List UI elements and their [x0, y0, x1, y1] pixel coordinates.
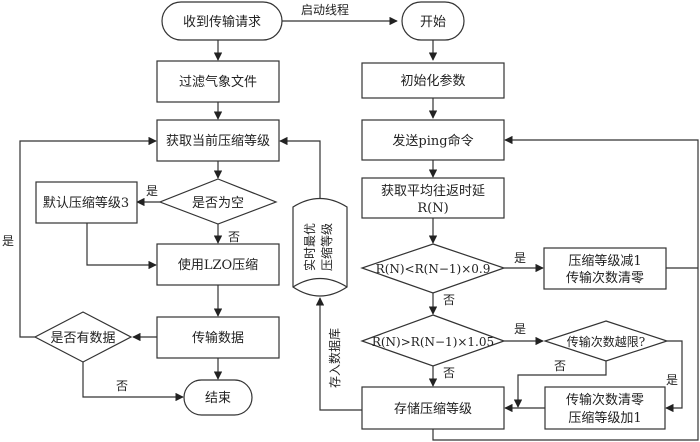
database-label-line2: 压缩等级	[319, 223, 334, 271]
cond1-no-label: 否	[443, 293, 455, 307]
lzo-compress-box: 使用LZO压缩	[156, 243, 280, 286]
init-params-label: 初始化参数	[400, 73, 465, 89]
arrow-has-data-yes-loop	[19, 136, 157, 338]
increase-level-line1: 传输次数清零	[566, 392, 644, 408]
decrease-level-box: 压缩等级减1 传输次数清零	[543, 247, 667, 290]
arrow-default-to-lzo	[86, 223, 157, 270]
thread-start-label: 开始	[420, 15, 446, 30]
transfer-limit-decision: 传输次数越限?	[543, 320, 669, 362]
arrow-loop-to-ping	[432, 135, 699, 441]
send-ping-box: 发送ping命令	[361, 119, 505, 161]
start-terminal: 收到传输请求	[161, 1, 283, 41]
arrow-has-data-no	[82, 362, 184, 402]
database-cylinder: 实时最优 压缩等级	[292, 197, 348, 297]
is-empty-yes-label: 是	[146, 184, 158, 198]
start-thread-label: 启动线程	[301, 2, 349, 17]
get-current-level-label: 获取当前压缩等级	[166, 133, 270, 149]
get-rtt-label-line2: R(N)	[417, 201, 448, 216]
arrow-limit-yes	[665, 340, 683, 413]
get-rtt-label-line1: 获取平均往返时延	[381, 184, 485, 199]
transmit-data-box: 传输数据	[156, 316, 280, 359]
has-data-yes-label: 是	[2, 234, 14, 248]
start-terminal-label: 收到传输请求	[183, 14, 261, 30]
end-terminal: 结束	[183, 379, 253, 416]
store-level-label: 存储压缩等级	[394, 401, 472, 417]
get-current-level-box: 获取当前压缩等级	[156, 119, 280, 162]
database-label-line1: 实时最优	[302, 223, 317, 271]
transfer-limit-label: 传输次数越限?	[567, 334, 645, 349]
cond2-no-label: 否	[443, 366, 455, 380]
default-level-box: 默认压缩等级3	[35, 181, 138, 224]
increase-level-line2: 压缩等级加1	[568, 410, 641, 426]
store-db-label: 存入数据库	[327, 328, 342, 388]
decrease-level-line2: 传输次数清零	[566, 270, 644, 286]
send-ping-label: 发送ping命令	[392, 133, 473, 149]
lzo-compress-label: 使用LZO压缩	[178, 257, 258, 273]
increase-level-box: 传输次数清零 压缩等级加1	[544, 386, 666, 430]
get-rtt-box: 获取平均往返时延 R(N)	[361, 177, 505, 219]
transmit-data-label: 传输数据	[192, 330, 244, 346]
default-level-label: 默认压缩等级3	[43, 195, 129, 211]
has-data-no-label: 否	[116, 379, 128, 393]
rtt-decrease-decision: R(N)<R(N−1)×0.9	[360, 243, 506, 294]
cond2-yes-label: 是	[514, 322, 526, 336]
store-level-box: 存储压缩等级	[361, 386, 505, 430]
filter-weather-files-label: 过滤气象文件	[179, 74, 257, 90]
limit-yes-label: 是	[666, 373, 678, 387]
arrow-store-to-database	[315, 297, 362, 411]
is-empty-decision: 是否为空	[158, 178, 278, 225]
end-terminal-label: 结束	[205, 391, 231, 406]
rtt-increase-decision: R(N)>R(N−1)×1.05	[360, 314, 506, 367]
arrow-limit-no	[513, 361, 607, 408]
is-empty-label: 是否为空	[192, 196, 244, 211]
has-data-label: 是否有数据	[50, 331, 115, 346]
rtt-increase-condition: R(N)>R(N−1)×1.05	[372, 335, 494, 349]
arrow-database-to-get-level	[279, 136, 321, 198]
decrease-level-line1: 压缩等级减1	[568, 253, 641, 269]
filter-weather-files-box: 过滤气象文件	[156, 60, 280, 103]
thread-start-terminal: 开始	[401, 1, 465, 41]
init-params-box: 初始化参数	[361, 62, 505, 99]
has-data-decision: 是否有数据	[33, 311, 133, 363]
limit-no-label: 否	[554, 359, 566, 373]
rtt-decrease-condition: R(N)<R(N−1)×0.9	[376, 262, 491, 276]
is-empty-no-label: 否	[228, 230, 240, 244]
cond1-yes-label: 是	[514, 251, 526, 265]
